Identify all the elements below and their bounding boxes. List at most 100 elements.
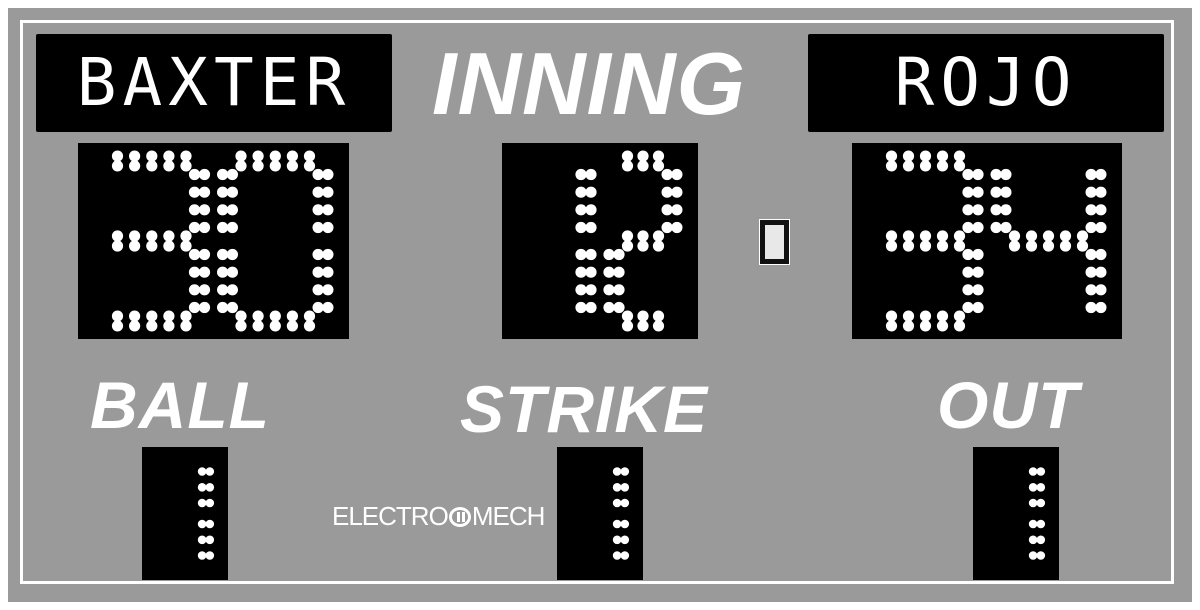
lamp-dot — [312, 204, 324, 216]
lamp-dot — [603, 266, 615, 278]
lamp-dot — [885, 150, 898, 162]
lamp-dot — [603, 284, 615, 296]
lamp-dot — [205, 551, 215, 560]
lamp-dot — [1036, 483, 1046, 492]
lamp-dot — [111, 160, 124, 172]
lamp-dot — [269, 150, 281, 162]
lamp-dot — [111, 150, 124, 162]
home-score-display — [111, 150, 334, 332]
lamp-dot — [885, 310, 898, 322]
lamp-dot — [585, 248, 597, 261]
lamp-dot — [146, 160, 158, 172]
lamp-dot — [885, 160, 898, 172]
lamp-dot — [661, 204, 673, 216]
lamp-dot — [1085, 248, 1097, 261]
lamp-dot — [575, 284, 587, 296]
lamp-dot — [163, 160, 175, 172]
lamp-dot — [180, 230, 192, 242]
lamp-dot — [111, 230, 124, 242]
lamp-dot — [1085, 186, 1097, 198]
lamp-dot — [620, 519, 630, 529]
lamp-dot — [585, 284, 597, 296]
lamp-dot — [286, 150, 298, 162]
lamp-dot — [198, 284, 211, 296]
lamp-dot — [180, 310, 192, 322]
lamp-dot — [621, 320, 634, 332]
lamp-dot — [1028, 498, 1038, 508]
away-team-panel: ROJO — [808, 34, 1164, 132]
lamp-dot — [303, 160, 316, 172]
lamp-dot — [637, 230, 649, 242]
lamp-dot — [312, 221, 324, 234]
lamp-dot — [603, 301, 615, 314]
inning-panel — [502, 143, 698, 339]
lamp-dot — [661, 168, 673, 181]
lamp-dot — [188, 266, 201, 278]
lamp-dot — [652, 240, 665, 252]
lamp-dot — [585, 221, 597, 234]
lamp-dot — [197, 535, 207, 545]
outs-display — [1028, 467, 1046, 560]
balls-display — [197, 467, 215, 560]
lamp-dot — [613, 301, 625, 314]
strikes-panel — [557, 447, 643, 580]
lamp-dot — [1085, 168, 1097, 181]
lamp-dot — [1008, 230, 1021, 242]
info-plate — [759, 219, 790, 265]
lamp-dot — [1008, 240, 1021, 252]
lamp-dot — [146, 240, 158, 252]
lamp-dot — [990, 168, 1002, 181]
lamp-dot — [972, 301, 984, 314]
lamp-dot — [235, 310, 247, 322]
lamp-dot — [902, 230, 915, 242]
lamp-dot — [652, 160, 665, 172]
lamp-dot — [1085, 204, 1097, 216]
lamp-dot — [322, 248, 334, 261]
lamp-dot — [1036, 519, 1046, 529]
lamp-dot — [902, 160, 915, 172]
strikes-display — [612, 467, 630, 560]
lamp-dot — [198, 248, 211, 261]
balls-panel — [142, 447, 228, 580]
lamp-dot — [286, 160, 298, 172]
lamp-dot — [1095, 186, 1107, 198]
lamp-dot — [612, 551, 622, 560]
lamp-dot — [990, 204, 1002, 216]
lamp-dot — [620, 483, 630, 492]
lamp-dot — [962, 301, 974, 314]
lamp-dot — [652, 230, 665, 242]
lamp-dot — [129, 310, 141, 322]
lamp-dot — [953, 150, 966, 162]
lamp-dot — [226, 221, 238, 234]
lamp-dot — [671, 168, 683, 181]
lamp-dot — [603, 248, 615, 261]
lamp-dot — [111, 240, 124, 252]
lamp-dot — [205, 467, 215, 476]
lamp-dot — [1042, 240, 1055, 252]
lamp-dot — [188, 204, 201, 216]
lamp-dot — [575, 221, 587, 234]
lamp-dot — [936, 320, 949, 332]
lamp-dot — [322, 266, 334, 278]
lamp-dot — [188, 248, 201, 261]
lamp-dot — [936, 150, 949, 162]
lamp-dot — [188, 221, 201, 234]
ball-heading: BALL — [90, 368, 270, 442]
lamp-dot — [620, 535, 630, 545]
lamp-dot — [1025, 240, 1038, 252]
lamp-dot — [312, 301, 324, 314]
lamp-dot — [575, 301, 587, 314]
lamp-dot — [652, 320, 665, 332]
lamp-dot — [885, 230, 898, 242]
lamp-dot — [146, 150, 158, 162]
lamp-dot — [252, 150, 264, 162]
lamp-dot — [1042, 230, 1055, 242]
lamp-dot — [226, 204, 238, 216]
lamp-dot — [612, 519, 622, 529]
lamp-dot — [252, 310, 264, 322]
lamp-dot — [252, 160, 264, 172]
lamp-dot — [1059, 230, 1072, 242]
lamp-dot — [962, 221, 974, 234]
lamp-dot — [902, 240, 915, 252]
lamp-dot — [962, 186, 974, 198]
